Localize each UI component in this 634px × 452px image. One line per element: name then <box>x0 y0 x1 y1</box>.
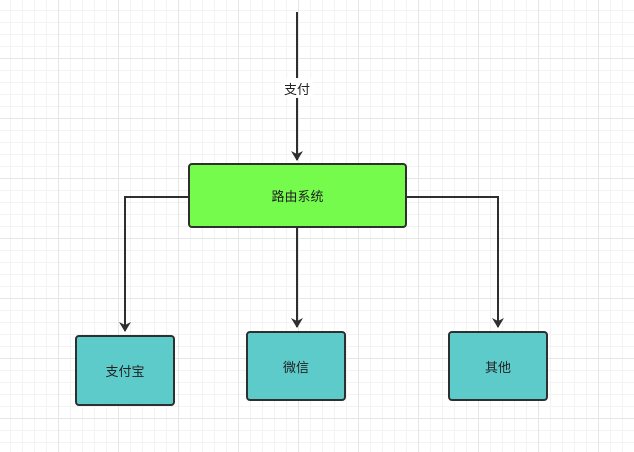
wechat-label: 微信 <box>282 360 309 376</box>
other-label: 其他 <box>484 360 511 376</box>
alipay-label: 支付宝 <box>105 365 145 380</box>
router-system-node[interactable]: 路由系统 <box>188 163 407 228</box>
wechat-node[interactable]: 微信 <box>246 331 346 401</box>
edge-to-alipay <box>119 196 188 332</box>
router-system-label: 路由系统 <box>271 190 324 205</box>
incoming-edge-label: 支付 <box>281 78 313 98</box>
edge-to-other <box>407 196 504 328</box>
other-node[interactable]: 其他 <box>448 331 548 401</box>
alipay-node[interactable]: 支付宝 <box>75 335 175 406</box>
